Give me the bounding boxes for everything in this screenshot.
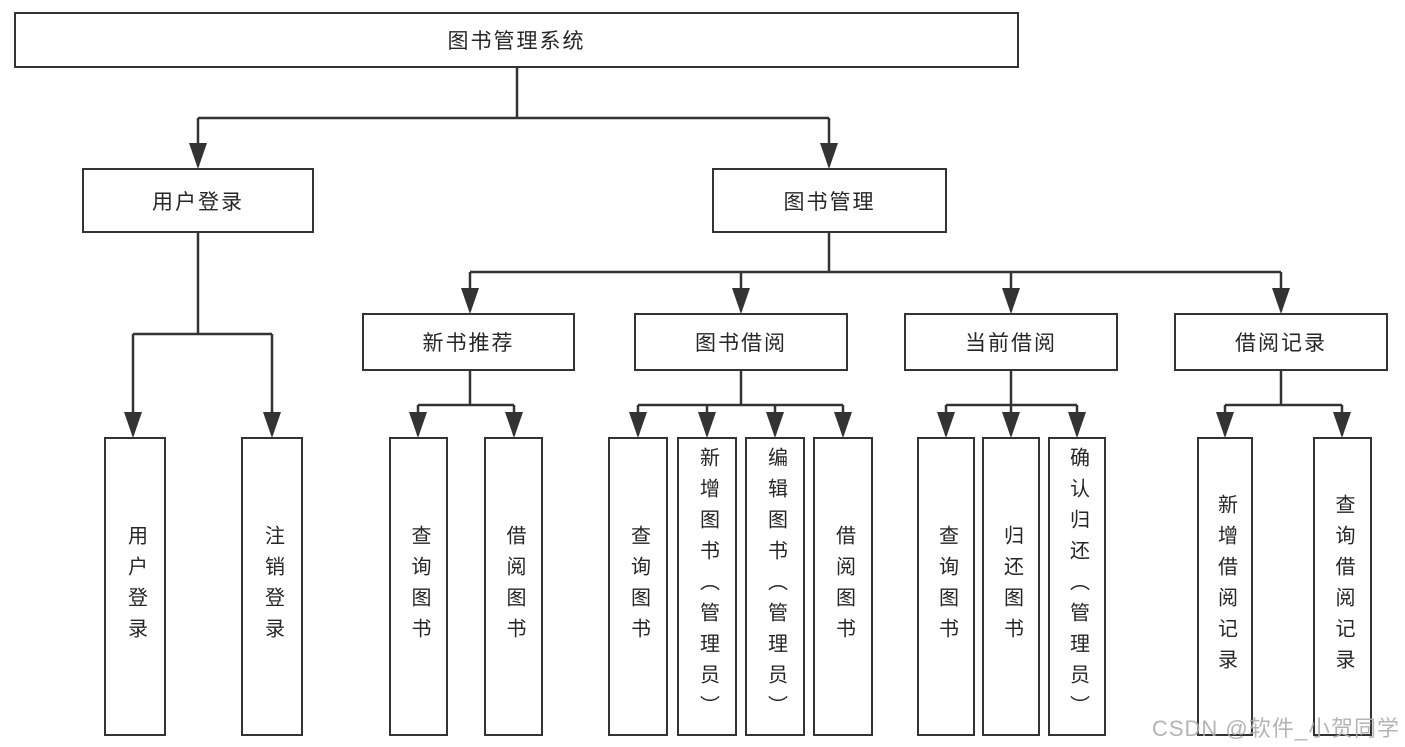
leaf-bb-add-books-admin: 新增图书（管理员） (677, 437, 737, 736)
arrowheads-nbr-leaves (409, 412, 523, 438)
leaf-nbr-query-books-label: 查询图书 (408, 524, 430, 649)
leaf-cb-query-books-label: 查询图书 (935, 524, 958, 649)
leaf-cb-confirm-return-admin-label: 确认归还（管理员） (1066, 447, 1089, 726)
leaf-cb-return-books: 归还图书 (982, 437, 1040, 736)
node-current-borrow-label: 当前借阅 (965, 332, 1057, 355)
node-new-book-recommend: 新书推荐 (362, 313, 575, 371)
node-user-login-label: 用户登录 (152, 190, 244, 214)
leaf-logout: 注销登录 (241, 437, 303, 736)
arrowheads-bb-leaves (629, 412, 852, 438)
leaf-cb-query-books: 查询图书 (917, 437, 975, 736)
connector-nbr-to-leaves (416, 371, 516, 435)
connector-root-to-level2 (196, 68, 831, 166)
csdn-watermark: CSDN @软件_小贺同学 (1151, 716, 1400, 741)
arrowheads-level3 (461, 288, 1290, 314)
node-new-book-recommend-label: 新书推荐 (422, 332, 515, 355)
leaf-nbr-query-books: 查询图书 (389, 437, 448, 736)
node-current-borrow: 当前借阅 (904, 313, 1118, 371)
node-root-label: 图书管理系统 (447, 30, 586, 53)
leaf-user-login: 用户登录 (104, 437, 166, 736)
connector-mgmt-to-level3 (468, 233, 1283, 311)
leaf-br-query-record-label: 查询借阅记录 (1332, 493, 1354, 680)
leaf-bb-query-books-label: 查询图书 (627, 524, 650, 649)
connector-br-to-leaves (1223, 371, 1344, 435)
leaf-nbr-borrow-books-label: 借阅图书 (503, 524, 525, 649)
node-book-management-label: 图书管理 (783, 190, 876, 214)
connector-bb-to-leaves (636, 371, 845, 435)
leaf-cb-return-books-label: 归还图书 (1000, 524, 1023, 649)
arrowheads-level2 (189, 143, 838, 169)
leaf-cb-confirm-return-admin: 确认归还（管理员） (1048, 437, 1106, 736)
leaf-br-add-record: 新增借阅记录 (1197, 437, 1253, 736)
leaf-nbr-borrow-books: 借阅图书 (484, 437, 543, 736)
leaf-logout-label: 注销登录 (261, 524, 284, 649)
leaf-bb-query-books: 查询图书 (608, 437, 668, 736)
leaf-bb-borrow-books: 借阅图书 (813, 437, 873, 736)
leaf-bb-edit-books-admin-label: 编辑图书（管理员） (764, 447, 787, 726)
node-book-management: 图书管理 (712, 168, 947, 233)
arrowheads-cb-leaves (937, 412, 1086, 438)
node-user-login: 用户登录 (82, 168, 314, 233)
node-root-system: 图书管理系统 (14, 12, 1019, 68)
leaf-br-query-record: 查询借阅记录 (1313, 437, 1372, 736)
arrowheads-br-leaves (1216, 412, 1351, 438)
leaf-bb-edit-books-admin: 编辑图书（管理员） (745, 437, 805, 736)
leaf-br-add-record-label: 新增借阅记录 (1214, 493, 1237, 680)
node-book-borrow-label: 图书借阅 (695, 332, 787, 355)
connector-login-to-leaves (131, 233, 274, 435)
leaf-bb-add-books-admin-label: 新增图书（管理员） (696, 447, 719, 726)
node-book-borrow: 图书借阅 (634, 313, 848, 371)
node-borrow-records-label: 借阅记录 (1235, 332, 1327, 355)
leaf-user-login-label: 用户登录 (124, 524, 147, 649)
node-borrow-records: 借阅记录 (1174, 313, 1388, 371)
arrowheads-login-leaves (124, 412, 281, 438)
leaf-bb-borrow-books-label: 借阅图书 (832, 524, 855, 649)
